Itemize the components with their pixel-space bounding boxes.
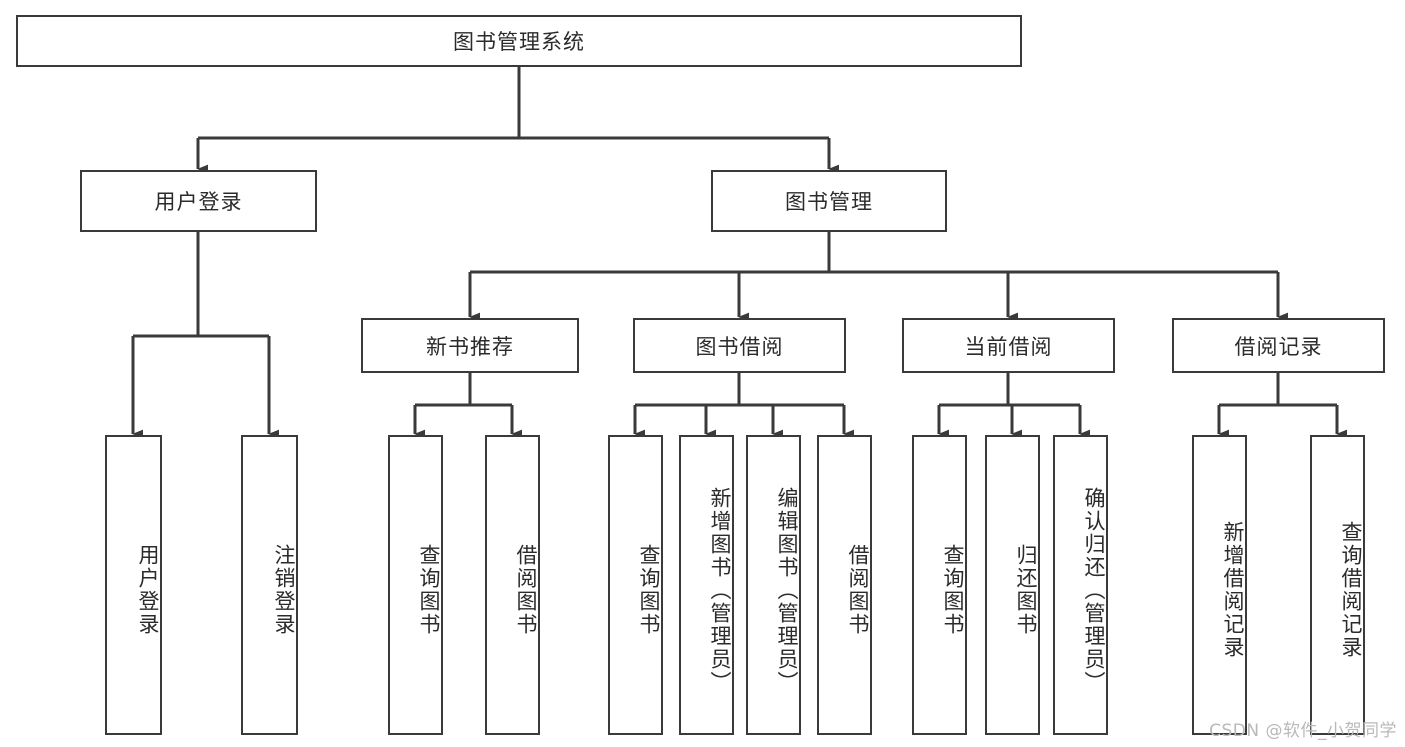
node-label: 查询图书 <box>417 544 441 636</box>
node-current-borrow[interactable]: 当前借阅 <box>902 318 1115 373</box>
node-leaf-return-book[interactable]: 归还图书 <box>985 435 1040 735</box>
node-label: 编辑图书（管理员） <box>775 486 799 694</box>
node-book-borrow[interactable]: 图书借阅 <box>633 318 846 373</box>
node-label: 借阅图书 <box>514 544 538 636</box>
node-label: 图书借阅 <box>695 334 784 359</box>
node-leaf-query-book-cur[interactable]: 查询图书 <box>912 435 967 735</box>
node-leaf-query-record[interactable]: 查询借阅记录 <box>1310 435 1365 735</box>
node-label: 新增借阅记录 <box>1221 521 1245 659</box>
node-leaf-edit-book[interactable]: 编辑图书（管理员） <box>746 435 801 735</box>
watermark-text: CSDN @软件_小贺同学 <box>1209 721 1397 741</box>
node-label: 归还图书 <box>1014 544 1038 636</box>
node-leaf-borrow-book[interactable]: 借阅图书 <box>817 435 872 735</box>
node-leaf-query-book-borrow[interactable]: 查询图书 <box>608 435 663 735</box>
node-root[interactable]: 图书管理系统 <box>16 15 1022 67</box>
node-label: 用户登录 <box>136 544 160 636</box>
node-borrow-record[interactable]: 借阅记录 <box>1172 318 1385 373</box>
node-label: 确认归还（管理员） <box>1082 486 1106 694</box>
node-leaf-borrow-book-rec[interactable]: 借阅图书 <box>485 435 540 735</box>
node-label: 借阅记录 <box>1234 334 1323 359</box>
node-new-book-rec[interactable]: 新书推荐 <box>361 318 579 373</box>
node-leaf-add-record[interactable]: 新增借阅记录 <box>1192 435 1247 735</box>
node-label: 新书推荐 <box>426 334 514 359</box>
node-label: 图书管理 <box>785 190 873 214</box>
node-label: 查询图书 <box>941 544 965 636</box>
node-label: 新增图书（管理员） <box>708 486 732 694</box>
node-leaf-logout[interactable]: 注销登录 <box>241 435 298 735</box>
node-label: 注销登录 <box>272 544 296 636</box>
node-label: 查询借阅记录 <box>1339 521 1363 659</box>
node-label: 当前借阅 <box>964 334 1053 359</box>
node-leaf-confirm-return[interactable]: 确认归还（管理员） <box>1053 435 1108 735</box>
node-label: 用户登录 <box>154 190 243 214</box>
node-leaf-query-book-rec[interactable]: 查询图书 <box>388 435 443 735</box>
node-leaf-add-book[interactable]: 新增图书（管理员） <box>679 435 734 735</box>
node-label: 借阅图书 <box>846 544 870 636</box>
node-leaf-user-login[interactable]: 用户登录 <box>105 435 162 735</box>
node-label: 图书管理系统 <box>453 30 585 54</box>
node-book-manage[interactable]: 图书管理 <box>711 170 947 232</box>
node-user-login[interactable]: 用户登录 <box>80 170 317 232</box>
node-label: 查询图书 <box>637 544 661 636</box>
